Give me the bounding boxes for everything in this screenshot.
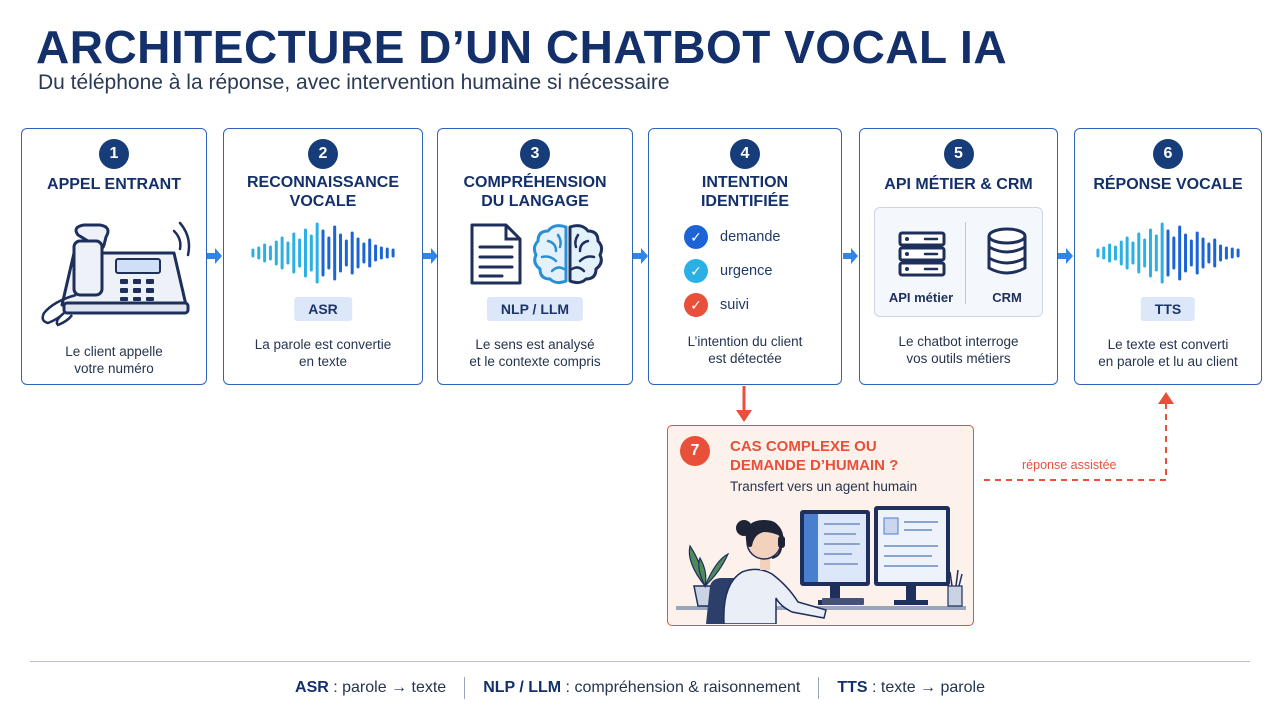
tag-tts: TTS <box>1140 297 1196 321</box>
check-icon: ✓ <box>684 225 708 249</box>
step-card-4: 4 INTENTION IDENTIFIÉE L’intention du cl… <box>648 128 842 385</box>
step-title: INTENTION IDENTIFIÉE <box>700 174 789 210</box>
legend-item-nlp: NLP / LLM : compréhension & raisonnement <box>483 679 801 696</box>
page-subtitle: Du téléphone à la réponse, avec interven… <box>38 71 670 94</box>
step-card-6: 6 RÉPONSE VOCALE TTS Le texte est conver… <box>1074 128 1262 385</box>
escalation-card: 7 CAS COMPLEXE OU DEMANDE D’HUMAIN ? Tra… <box>667 425 974 626</box>
step-number: 5 <box>943 139 974 169</box>
divider <box>818 677 820 699</box>
flow-arrow-icon <box>423 248 438 264</box>
agent-icon <box>676 506 966 624</box>
step-description: Le chatbot interroge vos outils métiers <box>898 334 1019 366</box>
step-title: RÉPONSE VOCALE <box>1093 176 1243 193</box>
footer-divider <box>30 661 1250 662</box>
brain-icon <box>532 224 604 285</box>
intent-label: suivi <box>720 297 750 313</box>
step-number: 2 <box>308 139 338 169</box>
flow-arrow-icon <box>1058 248 1073 264</box>
page-title: ARCHITECTURE D’UN CHATBOT VOCAL IA <box>36 21 1008 73</box>
legend-item-tts: TTS : texte → parole <box>837 679 985 696</box>
step-number: 3 <box>520 139 550 169</box>
step-description: Le client appelle votre numéro <box>65 344 163 376</box>
escalation-arrow-icon <box>736 386 752 422</box>
step-number: 6 <box>1153 139 1183 169</box>
flow-arrow-icon <box>633 248 648 264</box>
escalation-title: CAS COMPLEXE OU DEMANDE D’HUMAIN ? <box>730 438 899 474</box>
intent-label: demande <box>720 229 781 245</box>
escalation-description: Transfert vers un agent humain <box>730 479 918 494</box>
api-label: API métier <box>888 290 954 305</box>
server-icon <box>898 231 946 277</box>
intent-label: urgence <box>720 263 773 279</box>
step-description: Le sens est analysé et le contexte compr… <box>469 337 601 369</box>
step-number: 1 <box>99 139 129 169</box>
assisted-return-arrow-icon <box>984 392 1174 481</box>
telephone-icon <box>22 217 206 329</box>
tag-nlp-llm: NLP / LLM <box>486 297 584 321</box>
step-title: COMPRÉHENSION DU LANGAGE <box>463 174 607 210</box>
flow-arrow-icon <box>843 248 858 264</box>
step-card-1: 1 APPEL ENTRANT Le client appelle votre … <box>21 128 207 385</box>
step-title: RECONNAISSANCE VOCALE <box>246 174 399 210</box>
list-item: ✓ suivi <box>684 288 780 322</box>
step-description: Le texte est converti en parole et lu au… <box>1098 337 1238 369</box>
divider <box>965 222 966 304</box>
api-crm-panel: API métier CRM <box>874 207 1043 317</box>
database-icon <box>987 227 1027 275</box>
legend-item-asr: ASR : parole → texte <box>295 679 447 696</box>
waveform-icon <box>1075 219 1261 287</box>
check-icon: ✓ <box>684 293 708 317</box>
step-card-2: 2 RECONNAISSANCE VOCALE ASR La parole es… <box>223 128 423 385</box>
step-number: 7 <box>680 436 710 466</box>
list-item: ✓ demande <box>684 220 780 254</box>
step-card-5: 5 API MÉTIER & CRM API métier CRM Le cha… <box>859 128 1058 385</box>
step-description: La parole est convertie en texte <box>254 337 392 369</box>
step-description: L’intention du client est détectée <box>687 334 803 366</box>
step-title: API MÉTIER & CRM <box>884 176 1033 193</box>
step-number: 4 <box>730 139 760 169</box>
waveform-icon <box>224 219 422 287</box>
check-icon: ✓ <box>684 259 708 283</box>
document-icon <box>470 223 522 285</box>
intent-list: ✓ demande ✓ urgence ✓ suivi <box>684 220 780 322</box>
footer-legend: ASR : parole → texte NLP / LLM : compréh… <box>0 677 1280 699</box>
divider <box>464 677 466 699</box>
flow-arrow-icon <box>207 248 222 264</box>
step-card-3: 3 COMPRÉHENSION DU LANGAGE NLP / LLM Le … <box>437 128 633 385</box>
assisted-response-label: réponse assistée <box>1022 458 1117 472</box>
crm-label: CRM <box>992 290 1022 305</box>
step-title: APPEL ENTRANT <box>47 176 181 193</box>
tag-asr: ASR <box>294 297 352 321</box>
list-item: ✓ urgence <box>684 254 780 288</box>
